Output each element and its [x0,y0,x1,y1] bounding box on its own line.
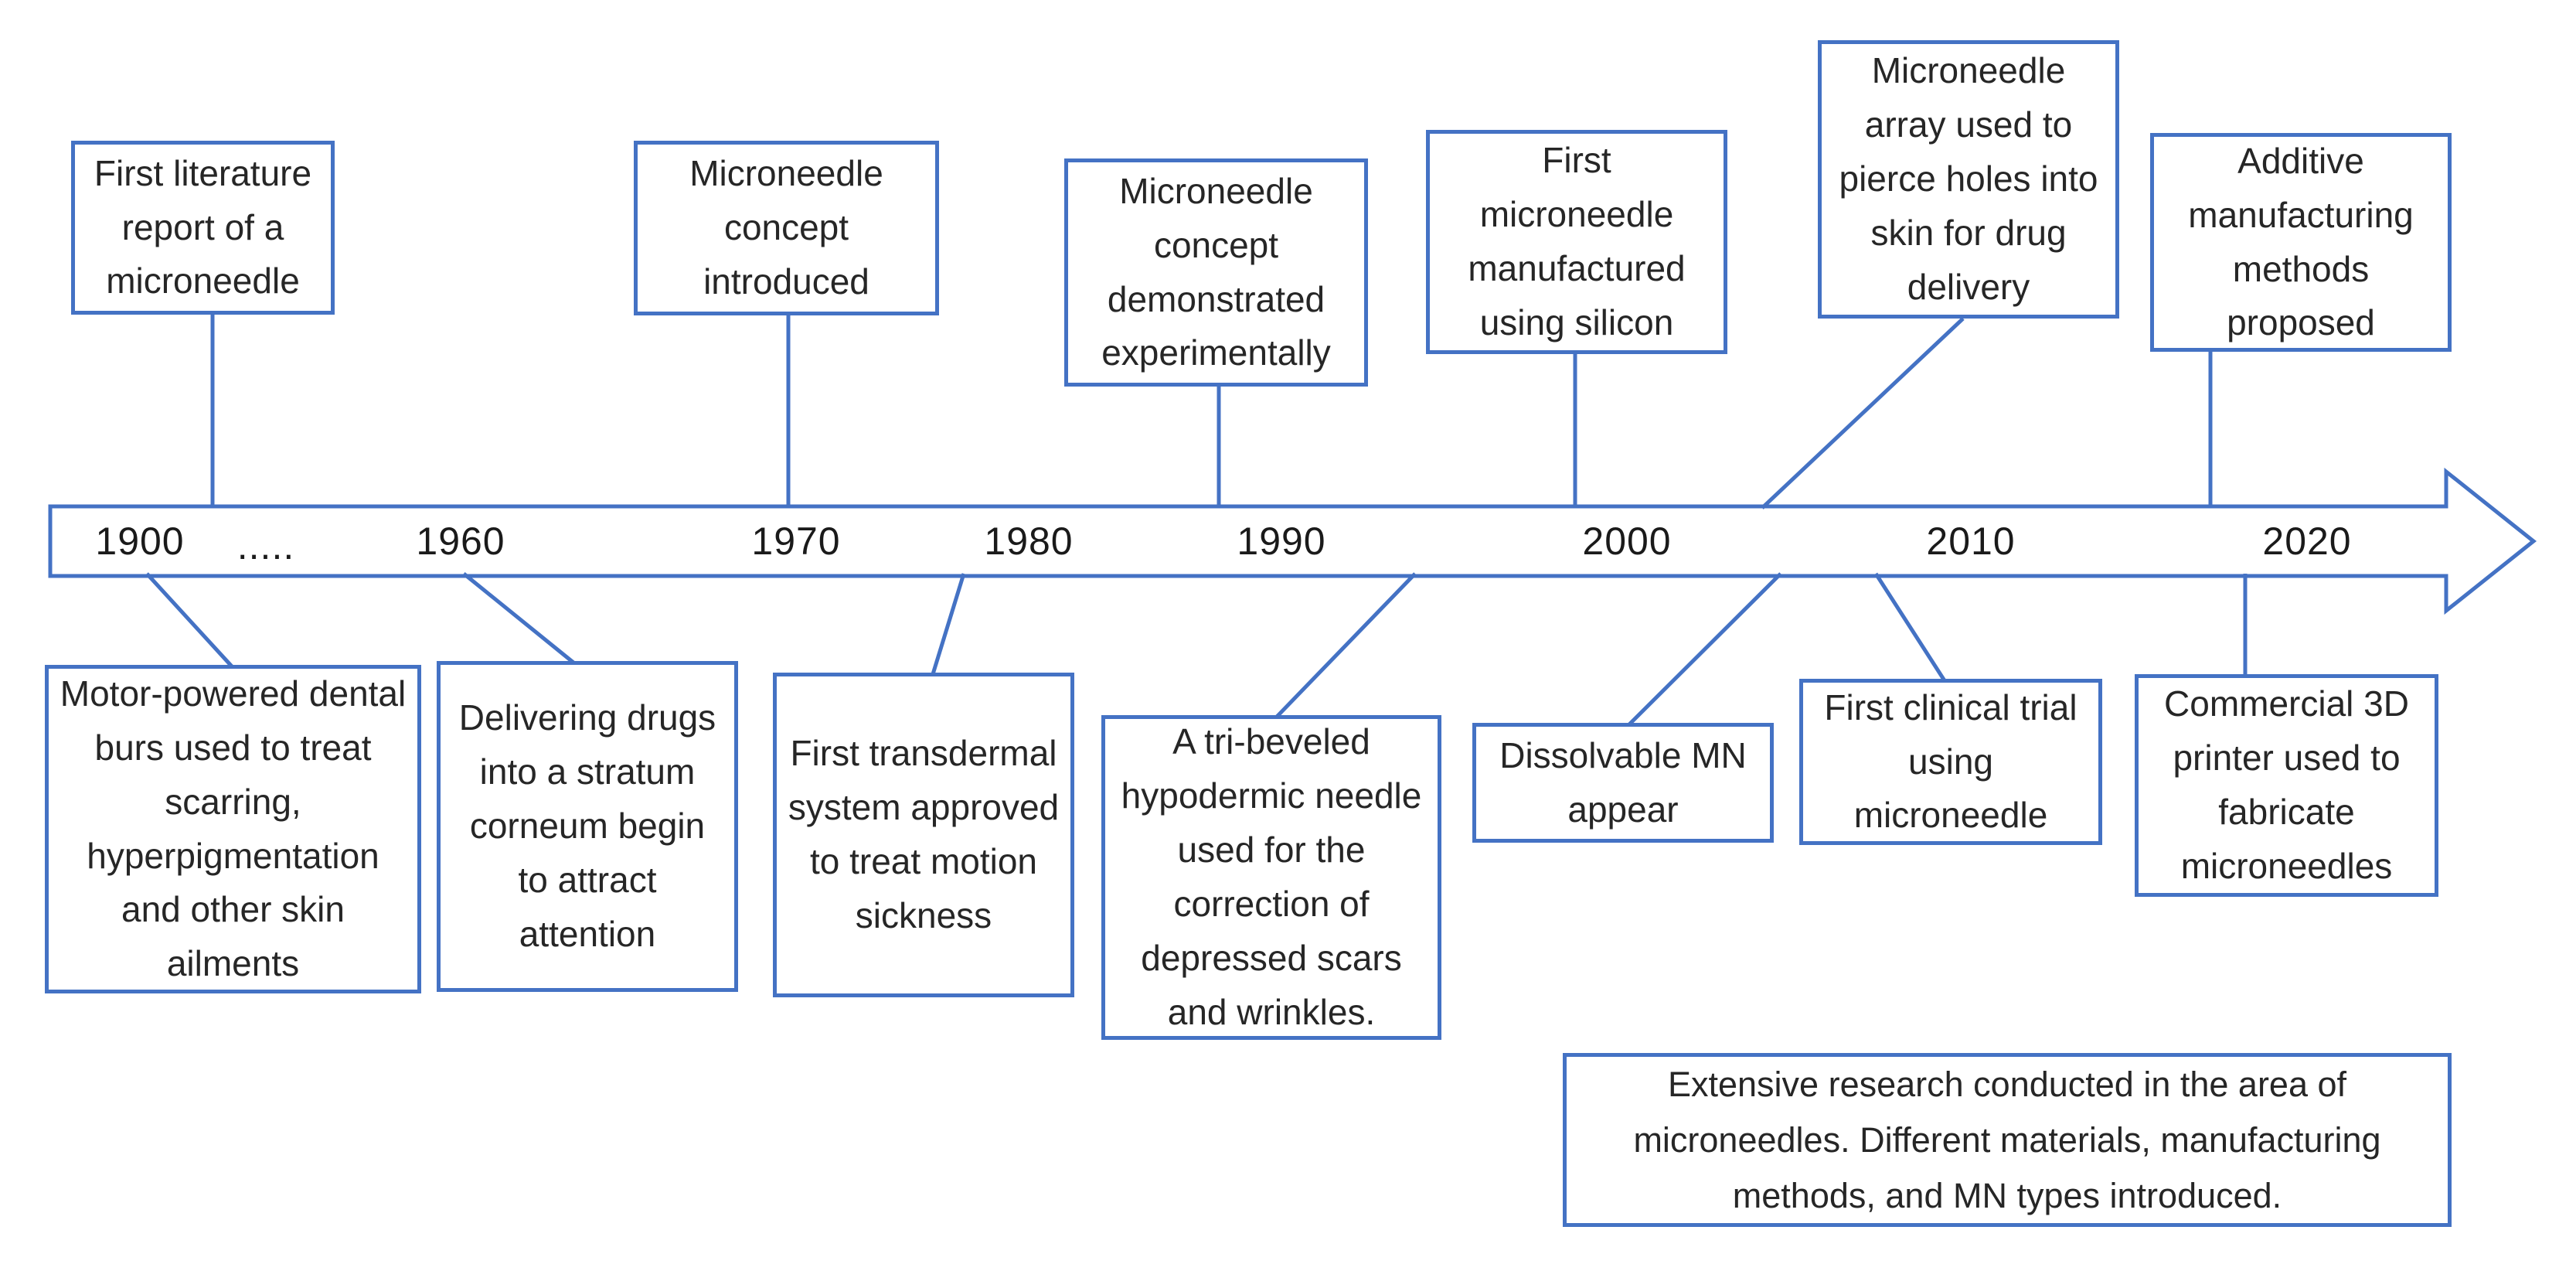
connector-line [1275,572,1417,718]
connector-line [1873,572,1948,683]
year-label-1980: 1980 [984,520,1074,563]
connector-line [1761,317,1965,509]
year-label-2020: 2020 [2262,520,2352,563]
event-motor-powered-dental-burs: Motor-powered dental burs used to treat … [45,665,421,993]
event-concept-demonstrated: Microneedle concept demonstrated experim… [1064,158,1368,387]
connector-line [145,572,233,668]
connector-line [1627,572,1782,727]
event-first-literature-report: First literature report of a microneedle [71,141,335,315]
event-first-clinical-trial: First clinical trial using microneedle [1799,679,2102,845]
year-label-1900: 1900 [95,520,185,563]
timeline-arrow [48,467,2537,615]
year-label-1960: 1960 [416,520,505,563]
event-tri-beveled-needle: A tri-beveled hypodermic needle used for… [1101,715,1441,1040]
event-commercial-3d-printer: Commercial 3D printer used to fabricate … [2135,674,2438,897]
event-dissolvable-mn: Dissolvable MN appear [1472,723,1774,843]
year-label-1990: 1990 [1237,520,1326,563]
event-additive-manufacturing: Additive manufacturing methods proposed [2150,133,2452,352]
event-first-transdermal-system: First transdermal system approved to tre… [773,673,1074,997]
year-label-dots: ..... [237,524,295,567]
connector-line [931,573,966,675]
year-label-2010: 2010 [1926,520,2016,563]
connector-line [462,572,575,664]
event-stratum-corneum-attention: Delivering drugs into a stratum corneum … [437,661,738,992]
event-first-silicon-microneedle: First microneedle manufactured using sil… [1426,130,1727,354]
year-label-1970: 1970 [751,520,841,563]
event-array-pierce-holes: Microneedle array used to pierce holes i… [1818,40,2119,319]
year-label-2000: 2000 [1582,520,1672,563]
note-extensive-research: Extensive research conducted in the area… [1563,1053,2452,1227]
event-concept-introduced: Microneedle concept introduced [634,141,939,315]
